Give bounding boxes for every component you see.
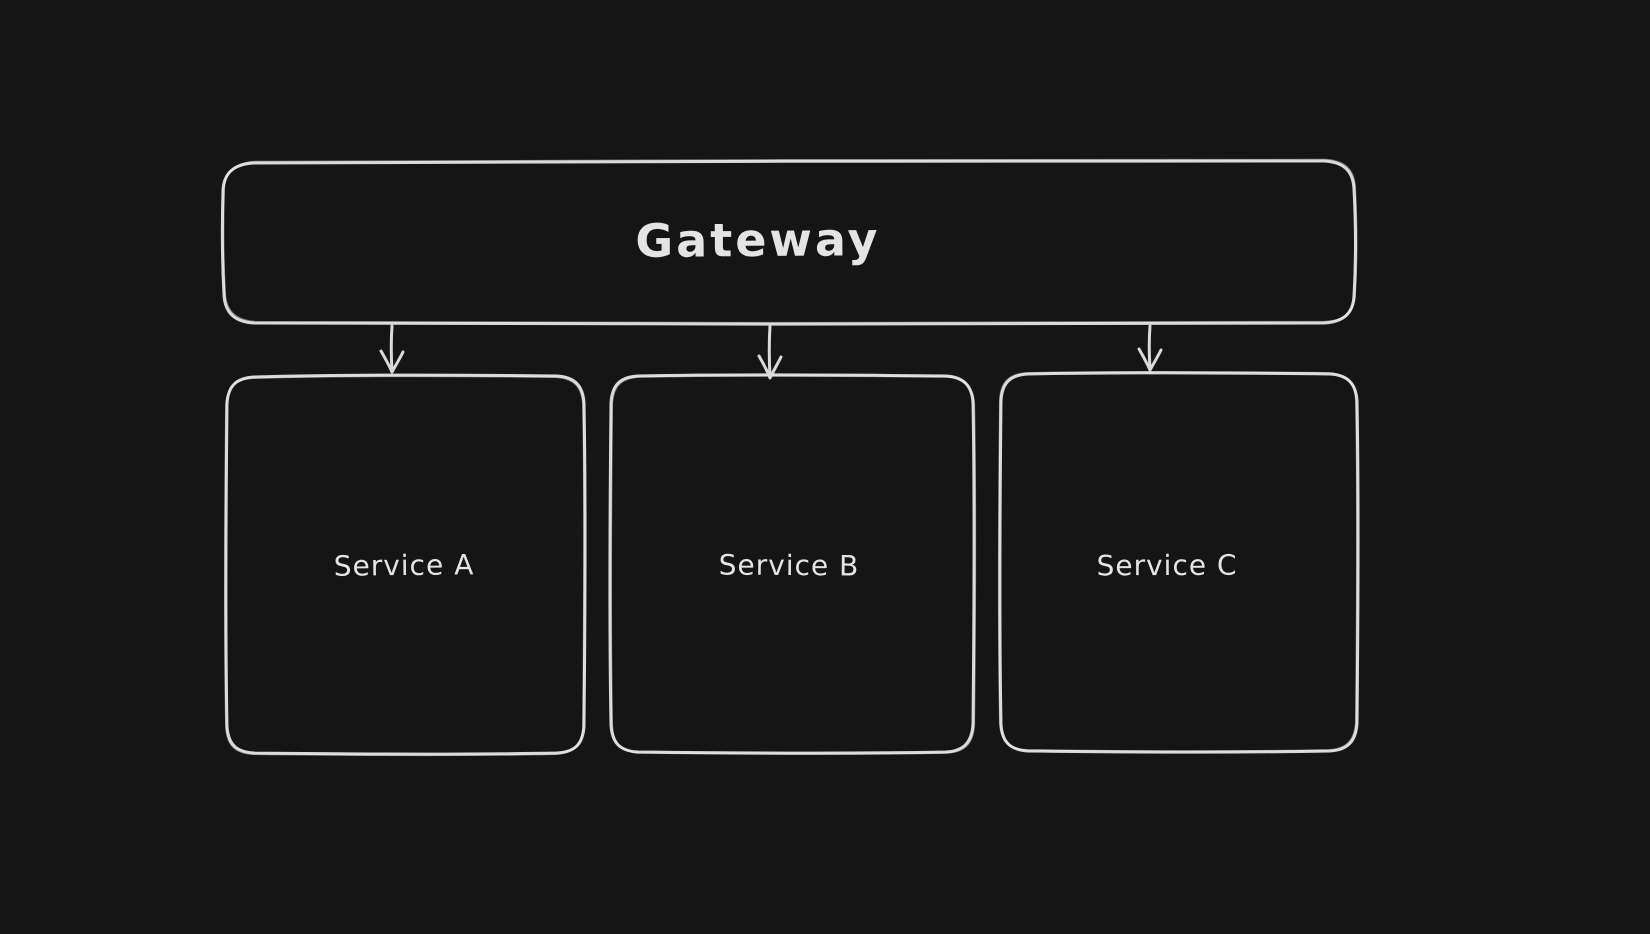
node-service-c[interactable]: Service C (997, 370, 1360, 754)
edge-gateway-to-service-a[interactable] (379, 324, 405, 374)
arrow-head-icon (757, 354, 783, 380)
arrow-shaft (1147, 324, 1152, 371)
arrow-head-icon (1137, 347, 1163, 372)
arrow-shaft (389, 324, 394, 373)
service-c-box-outline (998, 371, 1360, 754)
node-gateway[interactable]: Gateway (220, 158, 1358, 326)
node-service-b[interactable]: Service B (608, 373, 977, 755)
arrow-head-icon (379, 349, 405, 374)
gateway-node-label: Gateway (635, 212, 880, 268)
edge-gateway-to-service-b[interactable] (757, 324, 783, 380)
service-a-box-overdraw (223, 375, 585, 757)
edge-gateway-to-service-c[interactable] (1137, 324, 1163, 372)
service-b-box-outline (608, 373, 976, 755)
service-b-node-label: Service B (719, 549, 860, 583)
node-service-a[interactable]: Service A (223, 373, 587, 757)
service-b-box-overdraw (610, 375, 977, 755)
gateway-box-outline (220, 159, 1357, 326)
arrow-shaft (767, 324, 772, 379)
service-a-box-outline (224, 373, 587, 756)
gateway-box-overdraw (222, 158, 1358, 324)
service-c-box-overdraw (997, 370, 1358, 752)
service-a-node-label: Service A (334, 548, 475, 582)
service-c-node-label: Service C (1096, 549, 1237, 583)
